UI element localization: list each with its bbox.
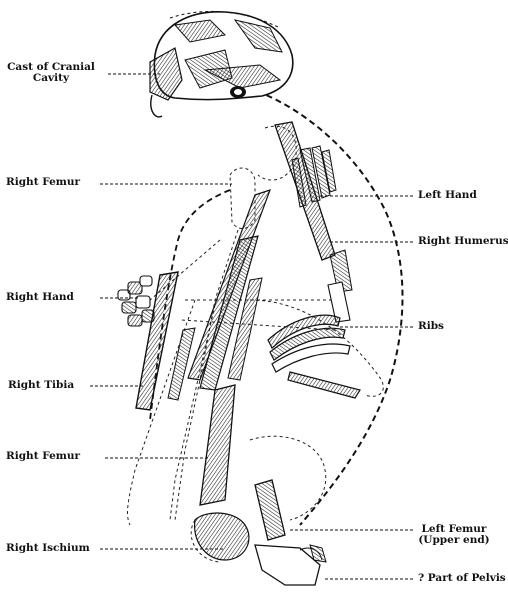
label-ribs: Ribs (418, 320, 444, 332)
limb-outlines (127, 125, 384, 563)
label-left-femur-upper-end: Left Femur (Upper end) (418, 523, 490, 546)
label-right-ischium: Right Ischium (6, 542, 90, 554)
label-part-of-pelvis: ? Part of Pelvis (418, 572, 506, 584)
femur-pelvis (193, 384, 327, 586)
right-hand-bones (117, 275, 155, 327)
label-cast-of-cranial-cavity: Cast of Cranial Cavity (7, 61, 95, 84)
label-right-femur-upper: Right Femur (6, 176, 81, 188)
label-right-hand: Right Hand (6, 291, 74, 303)
cranial-cast (149, 11, 294, 118)
label-right-femur-lower: Right Femur (6, 450, 81, 462)
humerus-bone (274, 121, 353, 323)
leader-lines (90, 73, 414, 580)
body-outline (247, 87, 404, 526)
label-left-hand: Left Hand (418, 189, 477, 201)
label-right-humerus: Right Humerus (418, 235, 508, 247)
rib-bones (267, 314, 361, 399)
label-right-tibia: Right Tibia (8, 379, 75, 391)
left-hand-bones (291, 145, 337, 208)
tibia-bone (135, 271, 196, 411)
central-bones (187, 189, 271, 391)
